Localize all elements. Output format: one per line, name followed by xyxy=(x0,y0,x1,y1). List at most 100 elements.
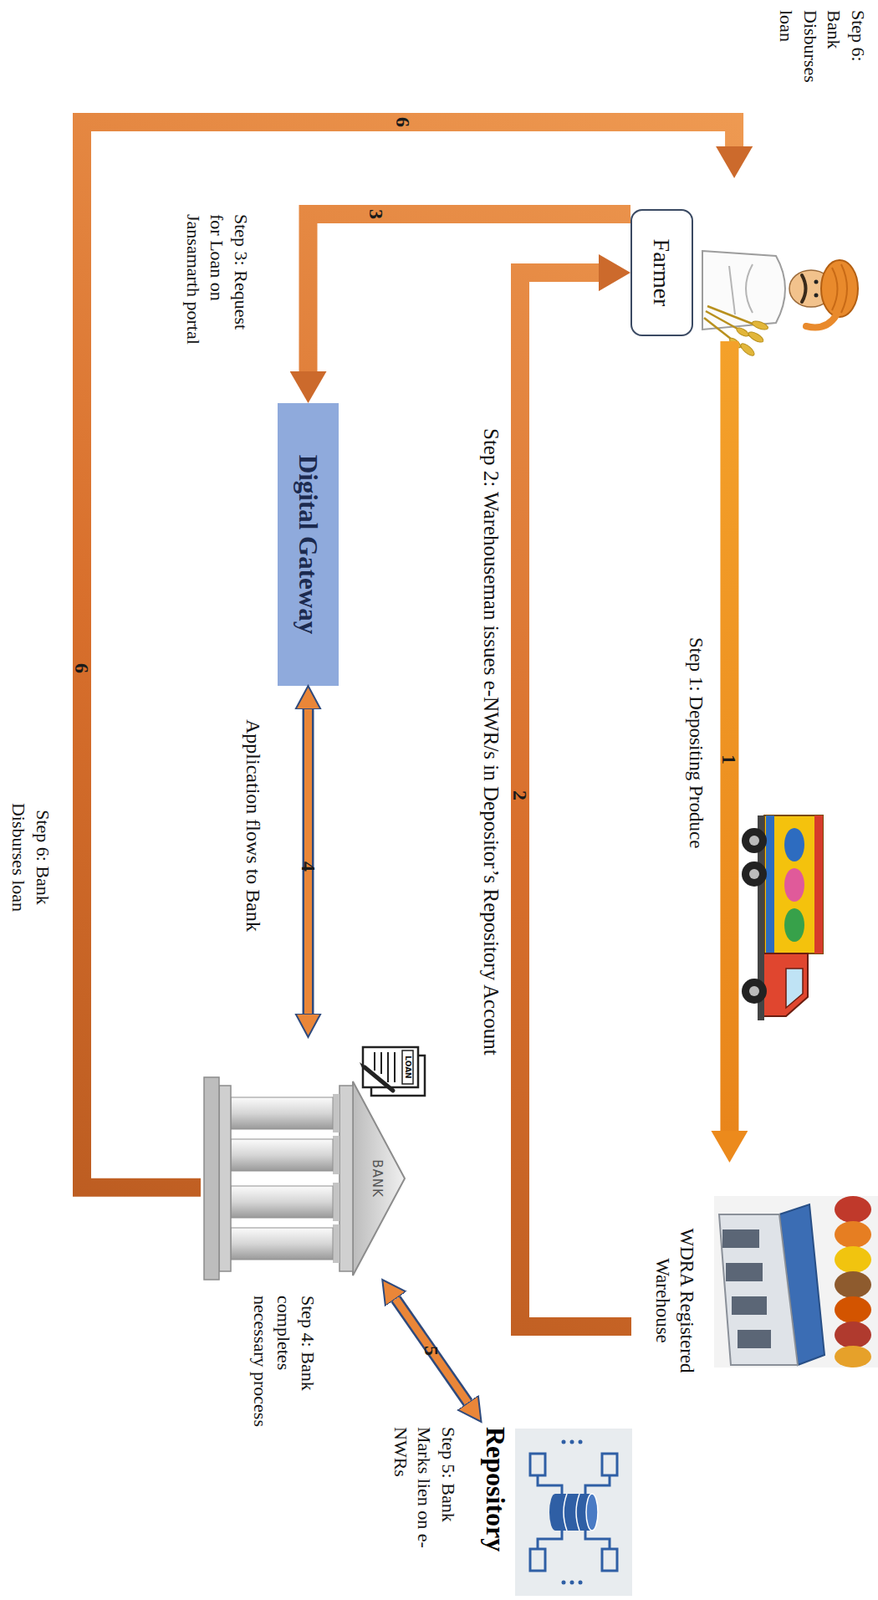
step-note: Step 6: Bank Disburses loan xyxy=(6,794,55,920)
truck-illustration xyxy=(749,835,760,846)
step-number: 5 xyxy=(421,1345,442,1356)
warehouse-illustration xyxy=(834,1271,872,1298)
step-number: 4 xyxy=(298,861,319,872)
farmer-figure xyxy=(739,342,756,358)
truck-illustration xyxy=(749,868,760,879)
repository-icon xyxy=(561,1439,583,1585)
farmer-figure xyxy=(704,306,755,348)
step-note: Step 3: Request for Loan on Jansamarth p… xyxy=(180,214,253,348)
warehouse-label: WDRA Registered Warehouse xyxy=(650,1216,700,1384)
truck-illustration xyxy=(764,815,823,954)
bank-building xyxy=(230,1185,333,1218)
step-number: 3 xyxy=(366,209,387,220)
farmer-figure xyxy=(814,293,819,298)
step-note: Step 6: Bank Disburses loan xyxy=(774,10,870,94)
repository-heading: Repository xyxy=(479,1426,512,1598)
truck-illustration xyxy=(749,985,760,996)
farmer-figure xyxy=(806,315,837,327)
bank-node: BANK xyxy=(200,1036,431,1280)
repository-icon xyxy=(586,1493,598,1531)
truck-illustration xyxy=(784,867,805,902)
warehouse-illustration xyxy=(714,1195,878,1368)
warehouse-illustration xyxy=(834,1345,872,1368)
warehouse-illustration xyxy=(722,1229,760,1248)
connector-outline xyxy=(395,1298,468,1403)
repository-icon xyxy=(530,1548,546,1571)
repository-icon xyxy=(585,1530,610,1549)
farmer-figure xyxy=(707,306,755,325)
flow-arrow xyxy=(308,214,632,372)
step-note: Step 5: Bank Marks lien on e-NWRs xyxy=(387,1426,460,1565)
farmer-figure xyxy=(745,264,753,313)
farmer-figure xyxy=(746,330,765,345)
connector-group xyxy=(81,122,735,1188)
repository-icon xyxy=(585,1475,610,1494)
repository-icon xyxy=(602,1453,618,1476)
flow-arrow xyxy=(81,122,735,1188)
farmer-figure xyxy=(750,319,770,332)
bank-building xyxy=(230,1227,333,1260)
bank-building xyxy=(332,1182,340,1221)
repository-icon xyxy=(578,1439,583,1445)
repository-icon xyxy=(549,1493,562,1531)
loan-document-icon xyxy=(359,1046,425,1096)
farmer-figure xyxy=(728,319,770,358)
repository-icon xyxy=(563,1493,580,1531)
truck-illustration xyxy=(762,953,808,1016)
step-number: 1 xyxy=(719,754,740,765)
loan-document-icon xyxy=(359,1061,367,1070)
gateway-label: Digital Gateway xyxy=(277,403,339,686)
truck-illustration xyxy=(741,827,767,853)
connector-group xyxy=(520,272,632,1327)
farmer-figure xyxy=(832,264,848,313)
bank-building xyxy=(332,1093,340,1133)
step-number: 2 xyxy=(510,790,531,801)
repository-icon xyxy=(515,1428,633,1596)
warehouse-illustration xyxy=(834,1321,872,1348)
warehouse-node: WDRA Registered Warehouse xyxy=(631,1162,878,1389)
warehouse-illustration xyxy=(737,1329,771,1348)
farmer-figure xyxy=(735,326,750,338)
truck-illustration xyxy=(784,827,805,862)
truck-illustration xyxy=(741,861,767,887)
truck-illustration xyxy=(814,815,823,954)
repository-node: Repository xyxy=(464,1421,636,1598)
farmer-label: Farmer xyxy=(630,209,694,337)
truck-illustration xyxy=(741,815,823,1021)
warehouse-illustration xyxy=(834,1195,872,1223)
repository-icon xyxy=(537,1475,562,1494)
truck-illustration xyxy=(765,815,775,954)
farmer-figure xyxy=(821,260,858,317)
bank-building xyxy=(219,1085,231,1272)
flow-note: Application flows to Bank xyxy=(239,719,266,932)
farmer-node: Farmer xyxy=(630,178,867,342)
warehouse-illustration xyxy=(834,1245,872,1273)
farmer-figure xyxy=(702,250,858,358)
repository-icon xyxy=(561,1439,567,1445)
farmer-figure xyxy=(702,250,786,330)
bank-building xyxy=(230,1097,333,1129)
bank-building xyxy=(204,1077,405,1280)
bank-building xyxy=(332,1224,340,1263)
step-number: 6 xyxy=(393,117,414,128)
repository-icon xyxy=(578,1580,583,1585)
bank-building xyxy=(204,1077,220,1280)
connector-group xyxy=(395,1298,468,1403)
repository-icon xyxy=(570,1580,575,1585)
repository-icon xyxy=(530,1453,618,1571)
step-number: 6 xyxy=(71,663,92,674)
warehouse-illustration xyxy=(714,1195,878,1368)
farmer-figure xyxy=(814,280,819,285)
loan-document-icon xyxy=(364,1066,394,1091)
farmer-figure xyxy=(728,336,743,350)
warehouse-illustration xyxy=(731,1296,767,1315)
loan-document-icon xyxy=(402,1050,414,1084)
flow-arrow xyxy=(520,272,632,1327)
bank-building xyxy=(332,1135,340,1175)
repository-icon xyxy=(570,1439,575,1445)
bank-building xyxy=(352,1081,405,1276)
truck-illustration xyxy=(741,978,767,1004)
warehouse-illustration xyxy=(834,1220,872,1248)
